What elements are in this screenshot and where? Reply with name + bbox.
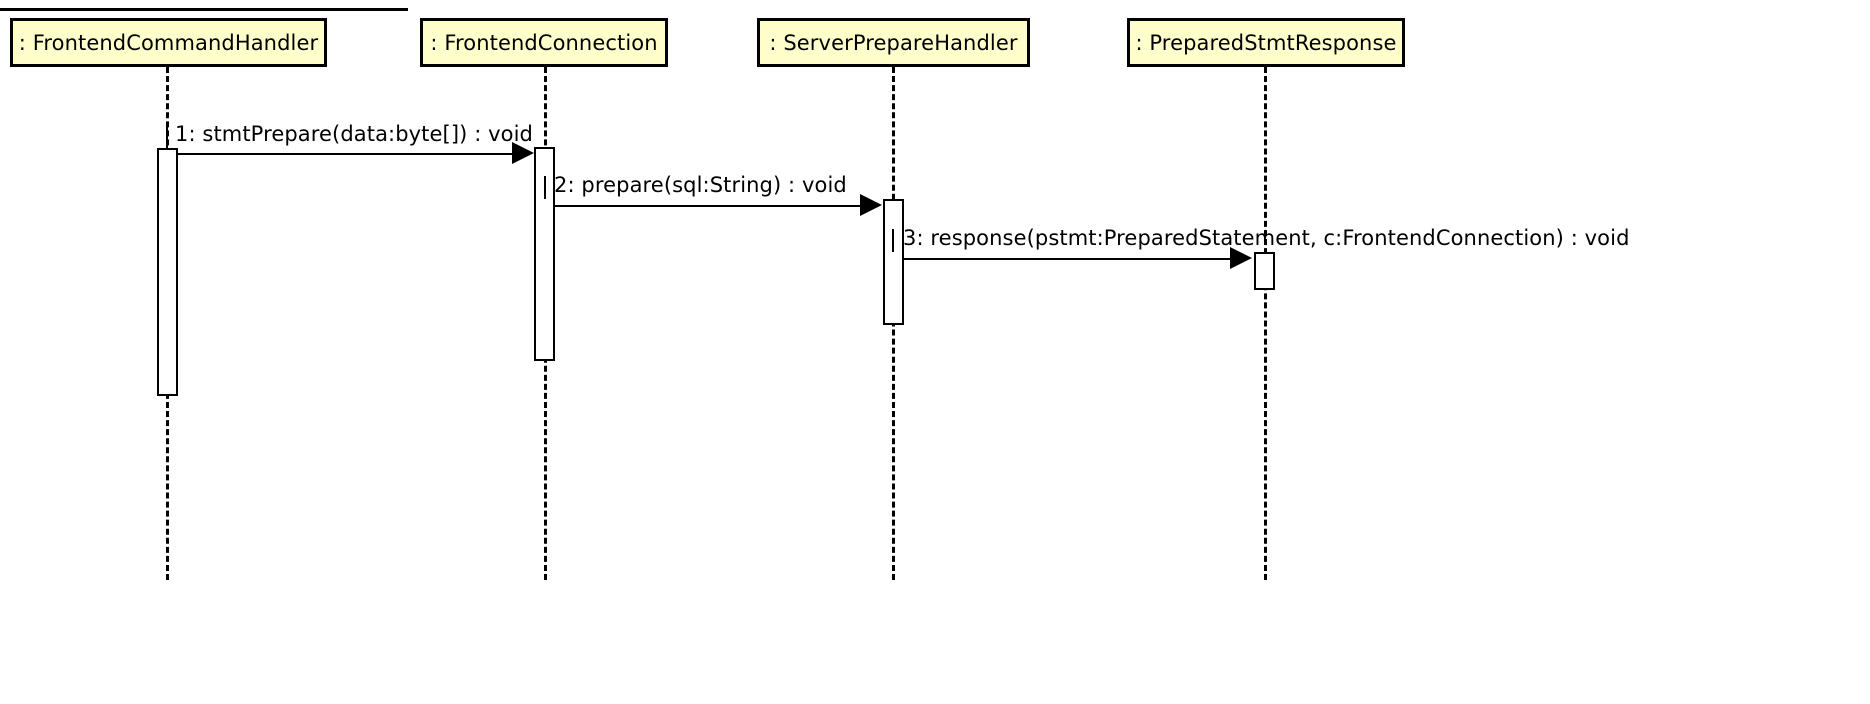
message-1-label: 1: stmtPrepare(data:byte[]) : void bbox=[175, 122, 533, 146]
participant-box-prepared-stmt-response[interactable]: : PreparedStmtResponse bbox=[1127, 18, 1405, 67]
top-horizontal-rule bbox=[0, 8, 408, 11]
lifeline-prepared-stmt-response bbox=[1264, 67, 1267, 580]
participant-box-server-prepare-handler[interactable]: : ServerPrepareHandler bbox=[757, 18, 1030, 67]
message-3-origin-tick bbox=[892, 229, 894, 252]
message-1-origin-tick bbox=[166, 124, 168, 148]
activation-bar-frontend-connection[interactable] bbox=[534, 147, 555, 361]
message-3-line[interactable] bbox=[904, 258, 1230, 260]
message-3-arrowhead-icon bbox=[1230, 247, 1252, 269]
message-2-origin-tick bbox=[544, 176, 546, 199]
participant-box-frontend-connection[interactable]: : FrontendConnection bbox=[420, 18, 668, 67]
message-1-arrowhead-icon bbox=[512, 142, 534, 164]
message-2-line[interactable] bbox=[555, 205, 860, 207]
message-3-label: 3: response(pstmt:PreparedStatement, c:F… bbox=[903, 226, 1630, 250]
activation-bar-prepared-stmt-response[interactable] bbox=[1254, 252, 1275, 290]
message-2-arrowhead-icon bbox=[860, 194, 882, 216]
participant-label: : FrontendCommandHandler bbox=[18, 30, 319, 55]
activation-bar-server-prepare-handler[interactable] bbox=[883, 199, 904, 325]
message-2-label: 2: prepare(sql:String) : void bbox=[554, 173, 847, 197]
participant-label: : ServerPrepareHandler bbox=[769, 30, 1018, 55]
activation-bar-frontend-command-handler[interactable] bbox=[157, 148, 178, 396]
participant-box-frontend-command-handler[interactable]: : FrontendCommandHandler bbox=[10, 18, 327, 67]
message-1-line[interactable] bbox=[178, 153, 526, 155]
participant-label: : PreparedStmtResponse bbox=[1135, 30, 1397, 55]
participant-label: : FrontendConnection bbox=[430, 30, 658, 55]
